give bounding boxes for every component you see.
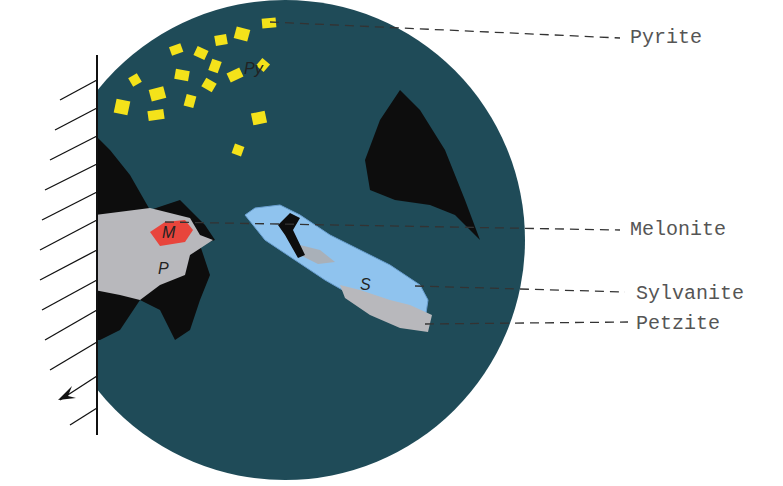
pyrite-crystals <box>114 17 277 156</box>
leader-lines <box>165 22 628 324</box>
arrow-mark <box>58 386 76 400</box>
black-mineral <box>365 90 480 240</box>
mineral-label: Melonite <box>630 218 726 241</box>
mineral-letter: P <box>158 260 169 278</box>
petzite-grain <box>340 285 432 332</box>
mineral-letter: S <box>360 276 371 294</box>
matrix-disc <box>97 0 525 480</box>
petzite-grain <box>97 208 213 300</box>
mineral-label: Sylvanite <box>636 282 744 305</box>
polished-section <box>97 0 525 480</box>
mount-edge <box>96 55 98 435</box>
hatch-lines <box>40 80 97 425</box>
mineral-label: Pyrite <box>630 26 702 49</box>
petzite-grain <box>300 245 335 264</box>
melonite-grain <box>150 220 193 246</box>
mineral-letter: Py <box>244 60 263 78</box>
mineral-label: Petzite <box>636 312 720 335</box>
black-mineral <box>97 130 215 340</box>
mineral-letter: M <box>162 224 175 242</box>
black-inclusion <box>278 213 305 258</box>
